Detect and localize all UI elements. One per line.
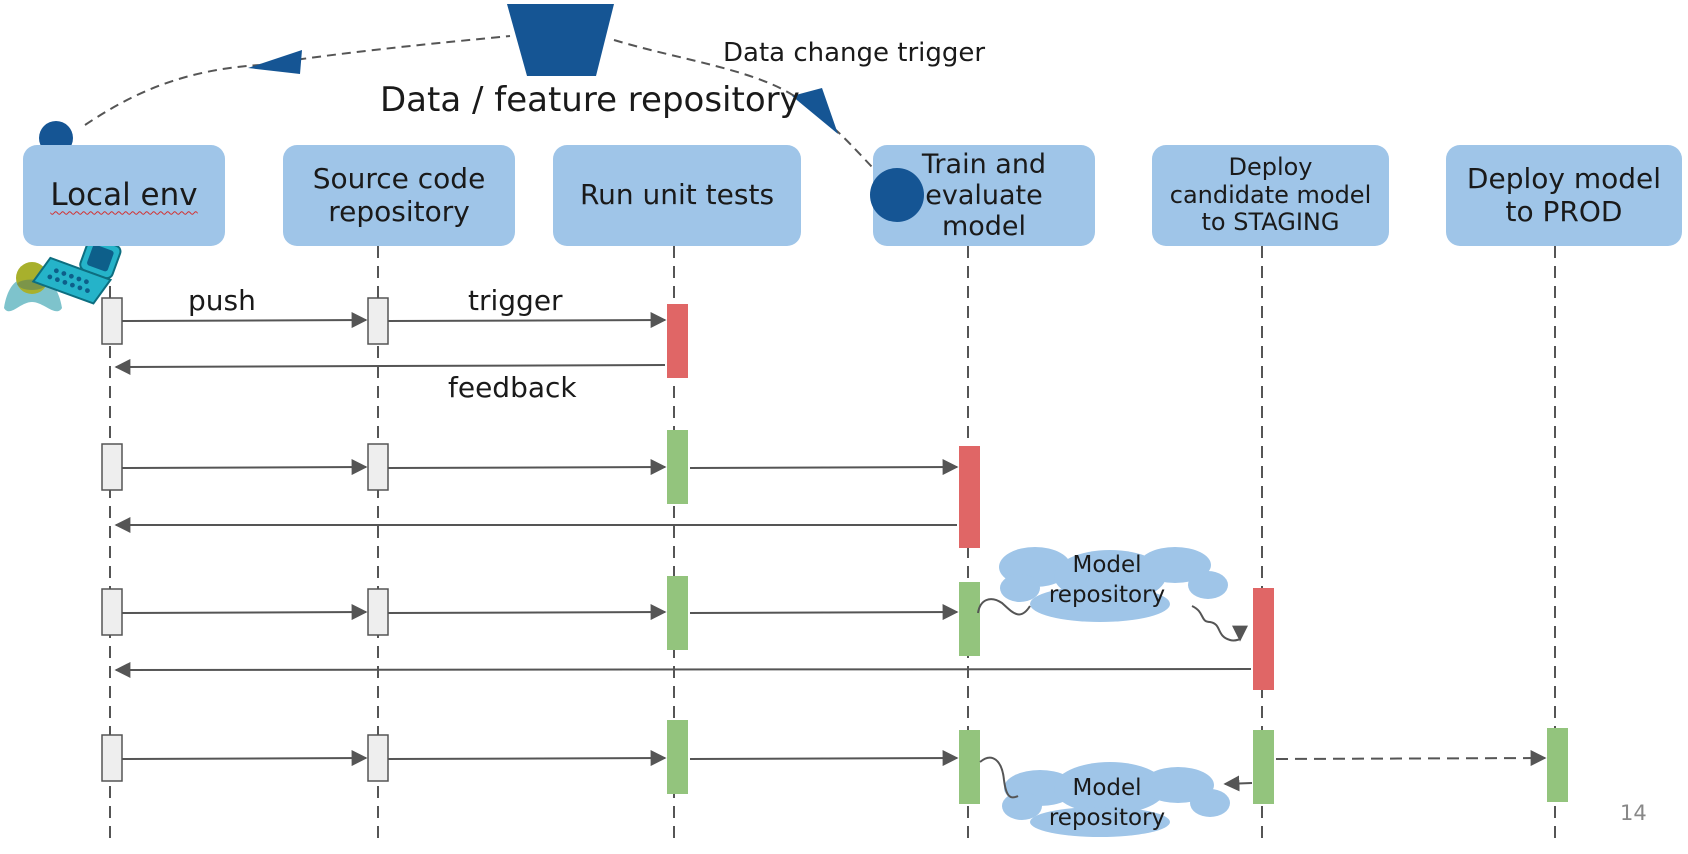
lane-deploy-prod: Deploy model to PROD <box>1446 145 1682 246</box>
unit-tests-fail-bar <box>667 304 688 378</box>
model-repository-cloud-2 <box>1002 762 1230 837</box>
unit-tests-pass-bar <box>667 430 688 504</box>
page-number: 14 <box>1620 801 1647 825</box>
activation-box <box>101 297 123 345</box>
lane-label: Run unit tests <box>579 178 775 212</box>
arrowhead-icon <box>792 88 838 134</box>
load-model-connector <box>1223 775 1253 792</box>
lane-label: Source code repository <box>312 162 486 228</box>
message-arrows <box>114 312 1547 767</box>
model-repository-label: Model repository <box>1048 775 1166 831</box>
lane-deploy-staging: Deploy candidate model to STAGING <box>1152 145 1389 246</box>
unit-tests-pass-bar <box>667 576 688 650</box>
activation-box <box>101 443 123 491</box>
lane-label: Local env <box>50 176 198 213</box>
local-env-activations <box>101 297 123 782</box>
unit-tests-pass-bar <box>667 720 688 794</box>
lane-local-env: Local env <box>23 145 225 246</box>
result-bars <box>667 304 1568 804</box>
data-change-trigger-curve <box>613 39 876 171</box>
deploy-prod-arrow <box>1275 750 1547 767</box>
activation-box <box>367 588 389 636</box>
data-feature-repository-label: Data / feature repository <box>380 80 800 120</box>
model-store-connectors <box>977 598 1253 799</box>
load-model-connector <box>1191 605 1248 642</box>
lane-label: Deploy model to PROD <box>1466 162 1662 228</box>
staging-pass-bar <box>1253 730 1274 804</box>
store-model-connector <box>977 598 1031 616</box>
prod-pass-bar <box>1547 728 1568 802</box>
lane-label: Train and evaluate model <box>921 148 1047 243</box>
data-repository-icon <box>507 4 614 76</box>
connector-dot-icon <box>870 168 924 222</box>
training-pass-bar <box>959 582 980 656</box>
activation-box <box>367 734 389 782</box>
trigger-endpoint-dot <box>870 168 924 222</box>
store-model-connector <box>979 756 1019 799</box>
activation-box <box>367 443 389 491</box>
lane-train-evaluate-model: Train and evaluate model <box>873 145 1095 246</box>
staging-fail-bar <box>1253 588 1274 690</box>
trigger-label: trigger <box>468 284 563 317</box>
lifelines <box>109 246 1556 840</box>
activation-box <box>101 734 123 782</box>
lane-run-unit-tests: Run unit tests <box>553 145 801 246</box>
activation-box <box>367 297 389 345</box>
training-pass-bar <box>959 730 980 804</box>
arrowhead-icon <box>248 50 302 74</box>
feedback-arrow <box>114 358 666 375</box>
lane-source-code-repository: Source code repository <box>283 145 515 246</box>
data-change-trigger-label: Data change trigger <box>723 38 986 68</box>
lane-label: Deploy candidate model to STAGING <box>1169 153 1372 237</box>
push-arrow <box>121 312 368 329</box>
training-fail-bar <box>959 446 980 548</box>
feedback-label: feedback <box>448 371 577 404</box>
activation-box <box>101 588 123 636</box>
push-label: push <box>188 284 256 317</box>
model-repository-label: Model repository <box>1048 552 1166 608</box>
trigger-arrow <box>387 312 667 329</box>
model-repository-cloud-1 <box>999 547 1228 622</box>
